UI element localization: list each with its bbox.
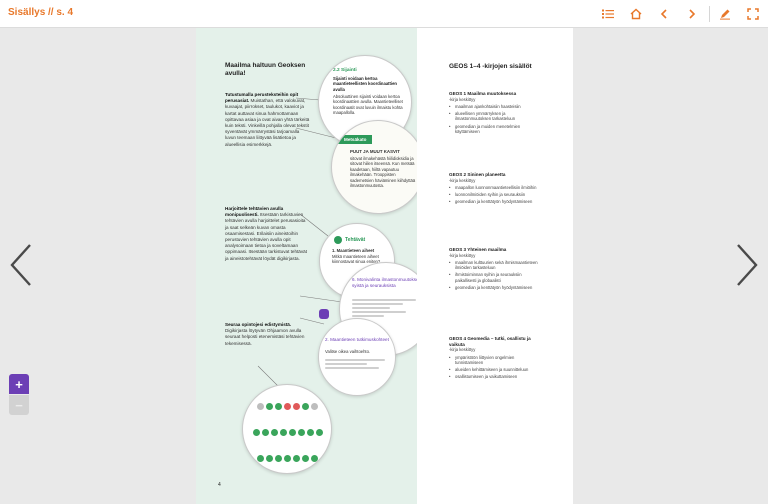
info-box-heading: PUUT JA MUUT KASVIT xyxy=(350,149,400,154)
progress-dot xyxy=(266,403,273,410)
progress-dot xyxy=(302,455,309,462)
progress-dot xyxy=(266,455,273,462)
chevron-right-icon xyxy=(689,9,696,19)
paragraph-progress-text: Digikirjasta löytyvän Ohjaamon avulla se… xyxy=(225,328,305,346)
book-heading: GEOS 4 Geomedia – tutki, osallistu ja va… xyxy=(449,336,531,347)
progress-dot xyxy=(307,429,314,436)
progress-dot xyxy=(316,429,323,436)
book-sub: -kirja keskittyy xyxy=(449,252,476,258)
book-sub: -kirja keskittyy xyxy=(449,177,476,183)
book-heading: GEOS 1 Maailma muutoksessa xyxy=(449,91,517,96)
progress-dot xyxy=(275,455,282,462)
paragraph-progress-lead: Seuraa opintojesi edistymistä. xyxy=(225,322,292,327)
exercise-text: Mitkä maantieteen aiheet kiinnostavat si… xyxy=(332,254,381,265)
book-item: alueellisen ymmärryksen ja ilmastonmuuto… xyxy=(449,111,539,121)
toolbar-divider xyxy=(709,6,710,22)
paragraph-progress: Seuraa opintojesi edistymistä. Digikirja… xyxy=(225,322,310,347)
book-item: ympäristöön liittyvien ongelmien tunnist… xyxy=(449,355,539,365)
previous-page-button[interactable] xyxy=(655,5,673,23)
book-item: maapallon luonnonmaantieteellisiin ilmiö… xyxy=(449,185,539,190)
paragraph-basics-lead: Tutustumalla perusteksteihin opit perusa… xyxy=(225,92,299,104)
progress-dot xyxy=(298,429,305,436)
zoom-in-button[interactable]: + xyxy=(9,374,29,394)
book-block-geos2: GEOS 2 Sininen planeetta -kirja keskitty… xyxy=(449,172,539,205)
assignment-bubble: 2. Maantieteen tutkimuskohteet Valitse o… xyxy=(318,318,396,396)
page-number: 4 xyxy=(218,482,221,488)
progress-dot xyxy=(257,403,264,410)
paragraph-exercises-lead: Harjoittele tehtävien avulla monipuolise… xyxy=(225,206,284,218)
next-spread-button[interactable] xyxy=(732,240,762,290)
progress-dot xyxy=(311,455,318,462)
sample-heading: 2.2 Sijainti xyxy=(333,68,357,73)
next-page-button[interactable] xyxy=(683,5,701,23)
chevron-left-icon xyxy=(660,9,667,19)
top-toolbar: Sisällys // s. 4 xyxy=(0,0,768,28)
exercise-globe-icon xyxy=(334,236,342,244)
book-sub: -kirja keskittyy xyxy=(449,96,476,102)
list-icon xyxy=(602,9,614,19)
home-button[interactable] xyxy=(627,5,645,23)
breadcrumb[interactable]: Sisällys // s. 4 xyxy=(8,7,74,18)
previous-spread-button[interactable] xyxy=(6,240,36,290)
progress-dot xyxy=(284,455,291,462)
book-block-geos3: GEOS 3 Yhteinen maailma -kirja keskittyy… xyxy=(449,247,539,290)
sample-text: Absoluuttinen sijainti voidaan kertoa ko… xyxy=(333,94,403,116)
fullscreen-button[interactable] xyxy=(744,5,762,23)
info-box-text: sitovat ilmakehästä hiilidioksidia ja si… xyxy=(350,156,416,189)
annotate-button[interactable] xyxy=(716,5,734,23)
quiz-heading: 6. Monivalinta ilmastonmuutoksen syistä … xyxy=(352,277,422,288)
right-page-title: GEOS 1–4 -kirjojen sisällöt xyxy=(449,63,532,70)
purple-owl-icon xyxy=(319,309,329,319)
progress-dot xyxy=(280,429,287,436)
fullscreen-icon xyxy=(747,8,759,20)
chevron-left-icon xyxy=(10,244,31,286)
table-of-contents-button[interactable] xyxy=(599,5,617,23)
progress-dot xyxy=(253,429,260,436)
book-block-geos4: GEOS 4 Geomedia – tutki, osallistu ja va… xyxy=(449,336,539,380)
progress-dot xyxy=(262,429,269,436)
progress-dot xyxy=(284,403,291,410)
progress-dot xyxy=(275,403,282,410)
paragraph-exercises: Harjoittele tehtävien avulla monipuolise… xyxy=(225,206,310,262)
paragraph-exercises-text: Itsestään tarkistuvien tehtävien avulla … xyxy=(225,212,307,261)
book-item: geomedian ja kenttätyön hyödyntämiseen xyxy=(449,285,539,290)
progress-dot xyxy=(293,403,300,410)
book-item: ihmistoiminnan syihin ja seurauksiin pai… xyxy=(449,272,539,282)
book-heading: GEOS 2 Sininen planeetta xyxy=(449,172,506,177)
paragraph-basics: Tutustumalla perusteksteihin opit perusa… xyxy=(225,92,310,148)
book-block-geos1: GEOS 1 Maailma muutoksessa -kirja keskit… xyxy=(449,91,539,134)
exercise-heading: Tehtävät xyxy=(345,237,366,243)
book-heading: GEOS 3 Yhteinen maailma xyxy=(449,247,507,252)
sample-subheading: Sijainti voidaan kertoa maantieteelliste… xyxy=(333,76,397,92)
highlight-pen-icon xyxy=(720,9,730,20)
callout-lines xyxy=(257,97,343,387)
progress-dot xyxy=(271,429,278,436)
progress-dot xyxy=(289,429,296,436)
progress-dot xyxy=(257,455,264,462)
info-box-tag: Metsäkato xyxy=(332,135,372,144)
left-page-title: Maailma haltuun Geoksen avulla! xyxy=(225,62,306,77)
progress-dot xyxy=(311,403,318,410)
quiz-answer-lines xyxy=(352,299,416,319)
book-item: geomedian ja muiden menetelmien käyttämi… xyxy=(449,124,539,134)
paragraph-basics-text: Muistathan, että valokuvat, kuvaajat, pi… xyxy=(225,98,310,147)
book-item: geomedian ja kenttätyön hyödyntämiseen xyxy=(449,199,539,204)
book-item: alueiden kehittämiseen ja suunnitteluun xyxy=(449,367,539,372)
progress-dot xyxy=(293,455,300,462)
assignment-lines xyxy=(325,359,385,371)
book-item: osallistumiseen ja vaikuttamiseen xyxy=(449,374,539,379)
chevron-right-icon xyxy=(737,244,758,286)
assignment-heading: 2. Maantieteen tutkimuskohteet xyxy=(325,337,389,342)
progress-dots-bubble xyxy=(242,384,332,474)
book-item: maailman kulttuurien sekä ihmismaantiete… xyxy=(449,260,539,270)
exercise-subheading: 1. Maantieteen aiheet xyxy=(332,248,375,253)
home-icon xyxy=(630,8,642,20)
book-item: maailman ajankohtaisiin haasteisiin xyxy=(449,104,539,109)
book-item: luonnonilmiöiden syihin ja seurauksiin xyxy=(449,192,539,197)
assignment-text: Valitse oikea vaihtoehto. xyxy=(325,349,371,354)
info-box-bubble: Metsäkato PUUT JA MUUT KASVIT sitovat il… xyxy=(331,120,425,214)
book-sub: -kirja keskittyy xyxy=(449,347,476,353)
zoom-out-button[interactable]: − xyxy=(9,395,29,415)
progress-dot xyxy=(302,403,309,410)
